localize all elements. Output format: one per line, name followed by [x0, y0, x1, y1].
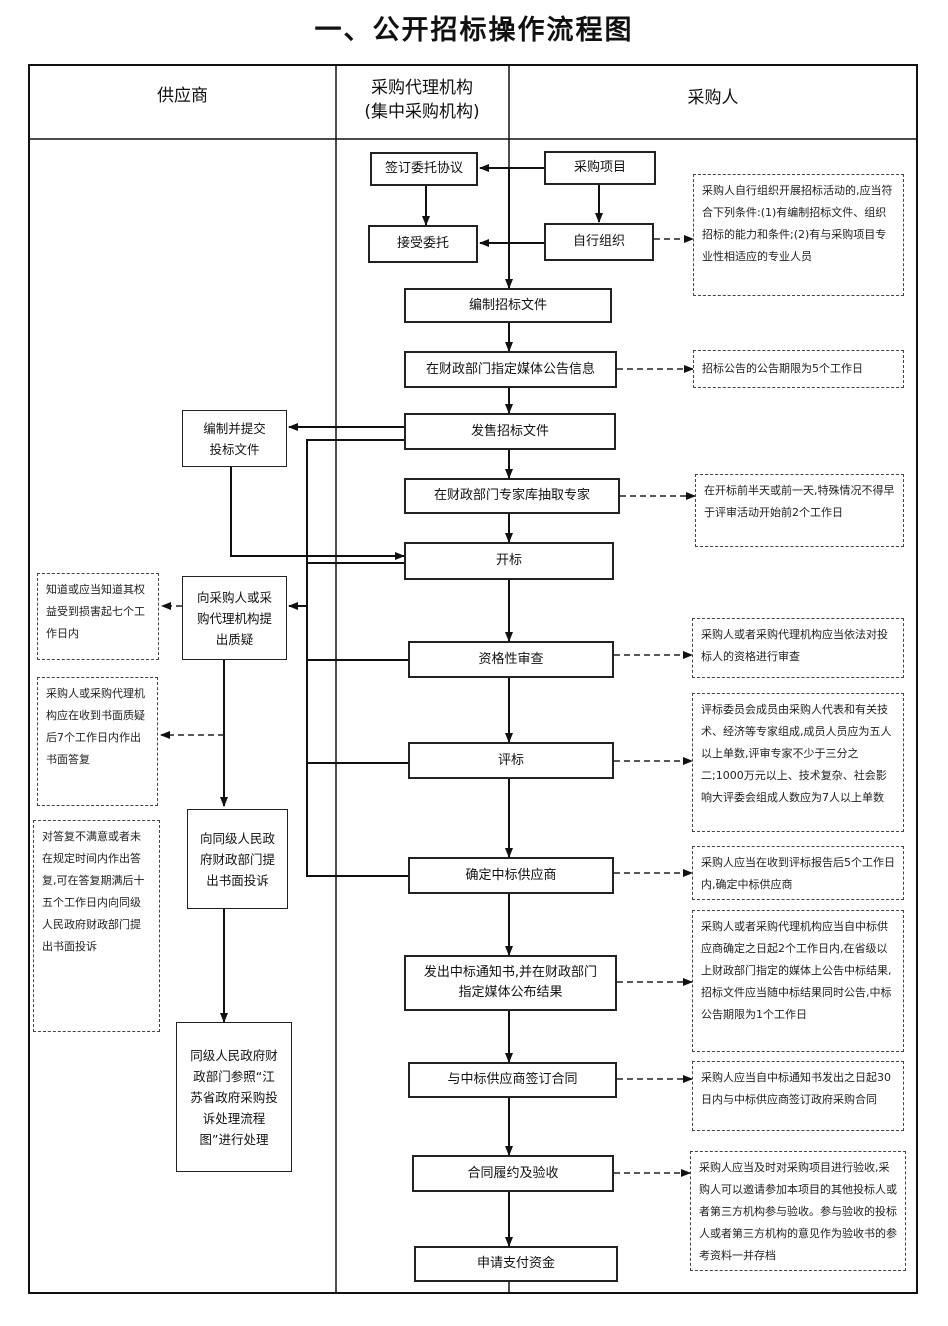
determine-winner-box: 确定中标供应商 [408, 857, 614, 894]
column-header-purchaser: 采购人 [687, 88, 739, 108]
accept-entrust-box: 接受委托 [368, 225, 478, 263]
draw-experts-box: 在财政部门专家库抽取专家 [404, 478, 620, 514]
reply-time-note: 采购人或采购代理机构应在收到书面质疑后7个工作日内作出书面答复 [37, 677, 158, 806]
column-header-agency: 采购代理机构 (集中采购机构) [336, 76, 508, 124]
sign-contract-box: 与中标供应商签订合同 [408, 1062, 617, 1098]
complaint-box: 向同级人民政府财政部门提出书面投诉 [187, 809, 288, 909]
agency-label-line1: 采购代理机构 [371, 78, 473, 98]
expert-time-note: 在开标前半天或前一天,特殊情况不得早于评审活动开始前2个工作日 [695, 474, 904, 547]
acceptance-box: 合同履约及验收 [412, 1155, 614, 1192]
payment-box: 申请支付资金 [414, 1246, 618, 1282]
process-box: 同级人民政府财政部门参照“江苏省政府采购投诉处理流程图”进行处理 [176, 1022, 292, 1172]
announce-box: 在财政部门指定媒体公告信息 [404, 351, 617, 388]
raise-query-box: 向采购人或采购代理机构提出质疑 [182, 576, 287, 660]
sell-docs-box: 发售招标文件 [404, 413, 616, 450]
prepare-bid-box: 编制并提交投标文件 [182, 410, 287, 467]
announce-period-note: 招标公告的公告期限为5个工作日 [693, 350, 904, 388]
notify-box: 发出中标通知书,并在财政部门指定媒体公布结果 [404, 955, 617, 1011]
self-organize-box: 自行组织 [544, 223, 654, 261]
qualification-box: 资格性审查 [408, 641, 614, 678]
committee-note: 评标委员会成员由采购人代表和有关技术、经济等专家组成,成员人员应为五人以上单数,… [692, 693, 904, 832]
sign-agreement-box: 签订委托协议 [370, 152, 478, 186]
self-org-note: 采购人自行组织开展招标活动的,应当符合下列条件:(1)有编制招标文件、组织招标的… [693, 174, 904, 296]
winner-time-note: 采购人应当在收到评标报告后5个工作日内,确定中标供应商 [692, 846, 904, 900]
purchase-project-box: 采购项目 [544, 151, 656, 185]
page-title: 一、公开招标操作流程图 [314, 15, 634, 46]
complaint-time-note: 对答复不满意或者未在规定时间内作出答复,可在答复期满后十五个工作日内向同级人民政… [33, 820, 160, 1032]
acceptance-note: 采购人应当及时对采购项目进行验收,采购人可以邀请参加本项目的其他投标人或者第三方… [690, 1151, 906, 1271]
open-bid-box: 开标 [404, 542, 614, 580]
column-header-supplier: 供应商 [157, 86, 208, 106]
evaluate-box: 评标 [408, 742, 614, 779]
compile-docs-box: 编制招标文件 [404, 288, 612, 323]
agency-label-line2: (集中采购机构) [364, 102, 480, 122]
publish-note: 采购人或者采购代理机构应当自中标供应商确定之日起2个工作日内,在省级以上财政部门… [692, 910, 904, 1052]
swimlane-frame [28, 64, 918, 1294]
contract-time-note: 采购人应当自中标通知书发出之日起30日内与中标供应商签订政府采购合同 [692, 1061, 904, 1131]
qualification-note: 采购人或者采购代理机构应当依法对投标人的资格进行审查 [692, 618, 904, 678]
query-time-note: 知道或应当知道其权益受到损害起七个工作日内 [37, 573, 159, 660]
